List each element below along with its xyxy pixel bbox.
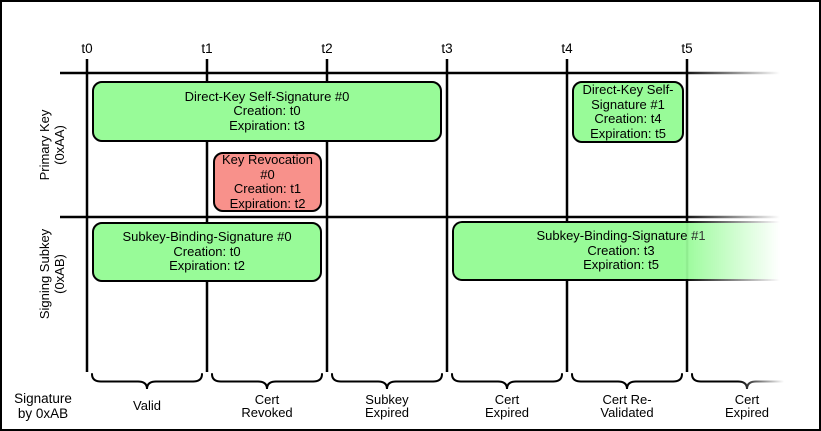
- tick-label-t4: t4: [561, 41, 573, 56]
- tick-label-t3: t3: [441, 41, 453, 56]
- box-creation: Creation: t1: [233, 181, 302, 196]
- row-label-primary-key: Primary Key (0xAA): [37, 109, 67, 181]
- box-creation: Creation: t0: [173, 243, 241, 259]
- box-creation: Creation: t0: [233, 103, 301, 119]
- box-expiration: Expiration: t5: [590, 125, 666, 141]
- segment-brace-cert-revoked: [211, 373, 323, 390]
- box-creation: Creation: t4: [594, 111, 662, 126]
- row-label-signing-subkey: Signing Subkey (0xAB): [37, 228, 67, 320]
- segment-label-cert-revalidated: Cert Re- Validated: [600, 391, 654, 420]
- tick-label-t0: t0: [81, 41, 93, 56]
- box-title: Direct-Key Self-Signature #0: [184, 88, 350, 104]
- segment-label-cert-expired-2: Cert Expired: [724, 391, 770, 420]
- box-title: Direct-Key Self-Signature #1: [582, 82, 674, 112]
- box-title: Subkey-Binding-Signature #1: [536, 228, 706, 244]
- box-expiration: Expiration: t2: [169, 258, 245, 274]
- signature-box-key-revocation-0: Key Revocation #0 Creation: t1 Expiratio…: [213, 152, 322, 212]
- box-expiration: Expiration: t2: [229, 195, 306, 211]
- signature-box-subkey-binding-signature-0: Subkey-Binding-Signature #0 Creation: t0…: [92, 222, 322, 282]
- signature-box-direct-key-self-signature-1: Direct-Key Self-Signature #1 Creation: t…: [572, 81, 684, 143]
- box-title: Key Revocation #0: [221, 152, 314, 182]
- box-creation: Creation: t3: [587, 242, 655, 258]
- segment-brace-cert-expired: [451, 373, 563, 390]
- segment-brace-cert-expired-2: [691, 373, 803, 390]
- signature-box-subkey-binding-signature-1: Subkey-Binding-Signature #1 Creation: t3…: [452, 221, 790, 281]
- box-expiration: Expiration: t3: [229, 117, 305, 133]
- signature-by-0xab-label: Signature by 0xAB: [14, 391, 72, 421]
- segment-label-cert-expired: Cert Expired: [484, 391, 530, 420]
- box-title: Subkey-Binding-Signature #0: [122, 229, 292, 245]
- box-expiration: Expiration: t5: [583, 257, 659, 273]
- segment-label-valid: Valid: [133, 398, 161, 414]
- segment-label-subkey-expired: Subkey Expired: [364, 391, 410, 420]
- tick-label-t1: t1: [201, 41, 213, 56]
- segment-brace-subkey-expired: [331, 373, 443, 390]
- signature-box-direct-key-self-signature-0: Direct-Key Self-Signature #0 Creation: t…: [92, 81, 442, 142]
- segment-brace-valid: [91, 373, 203, 390]
- segment-brace-cert-revalidated: [571, 373, 683, 390]
- segment-label-cert-revoked: Cert Revoked: [241, 391, 293, 420]
- tick-label-t5: t5: [681, 41, 693, 56]
- tick-label-t2: t2: [321, 41, 333, 56]
